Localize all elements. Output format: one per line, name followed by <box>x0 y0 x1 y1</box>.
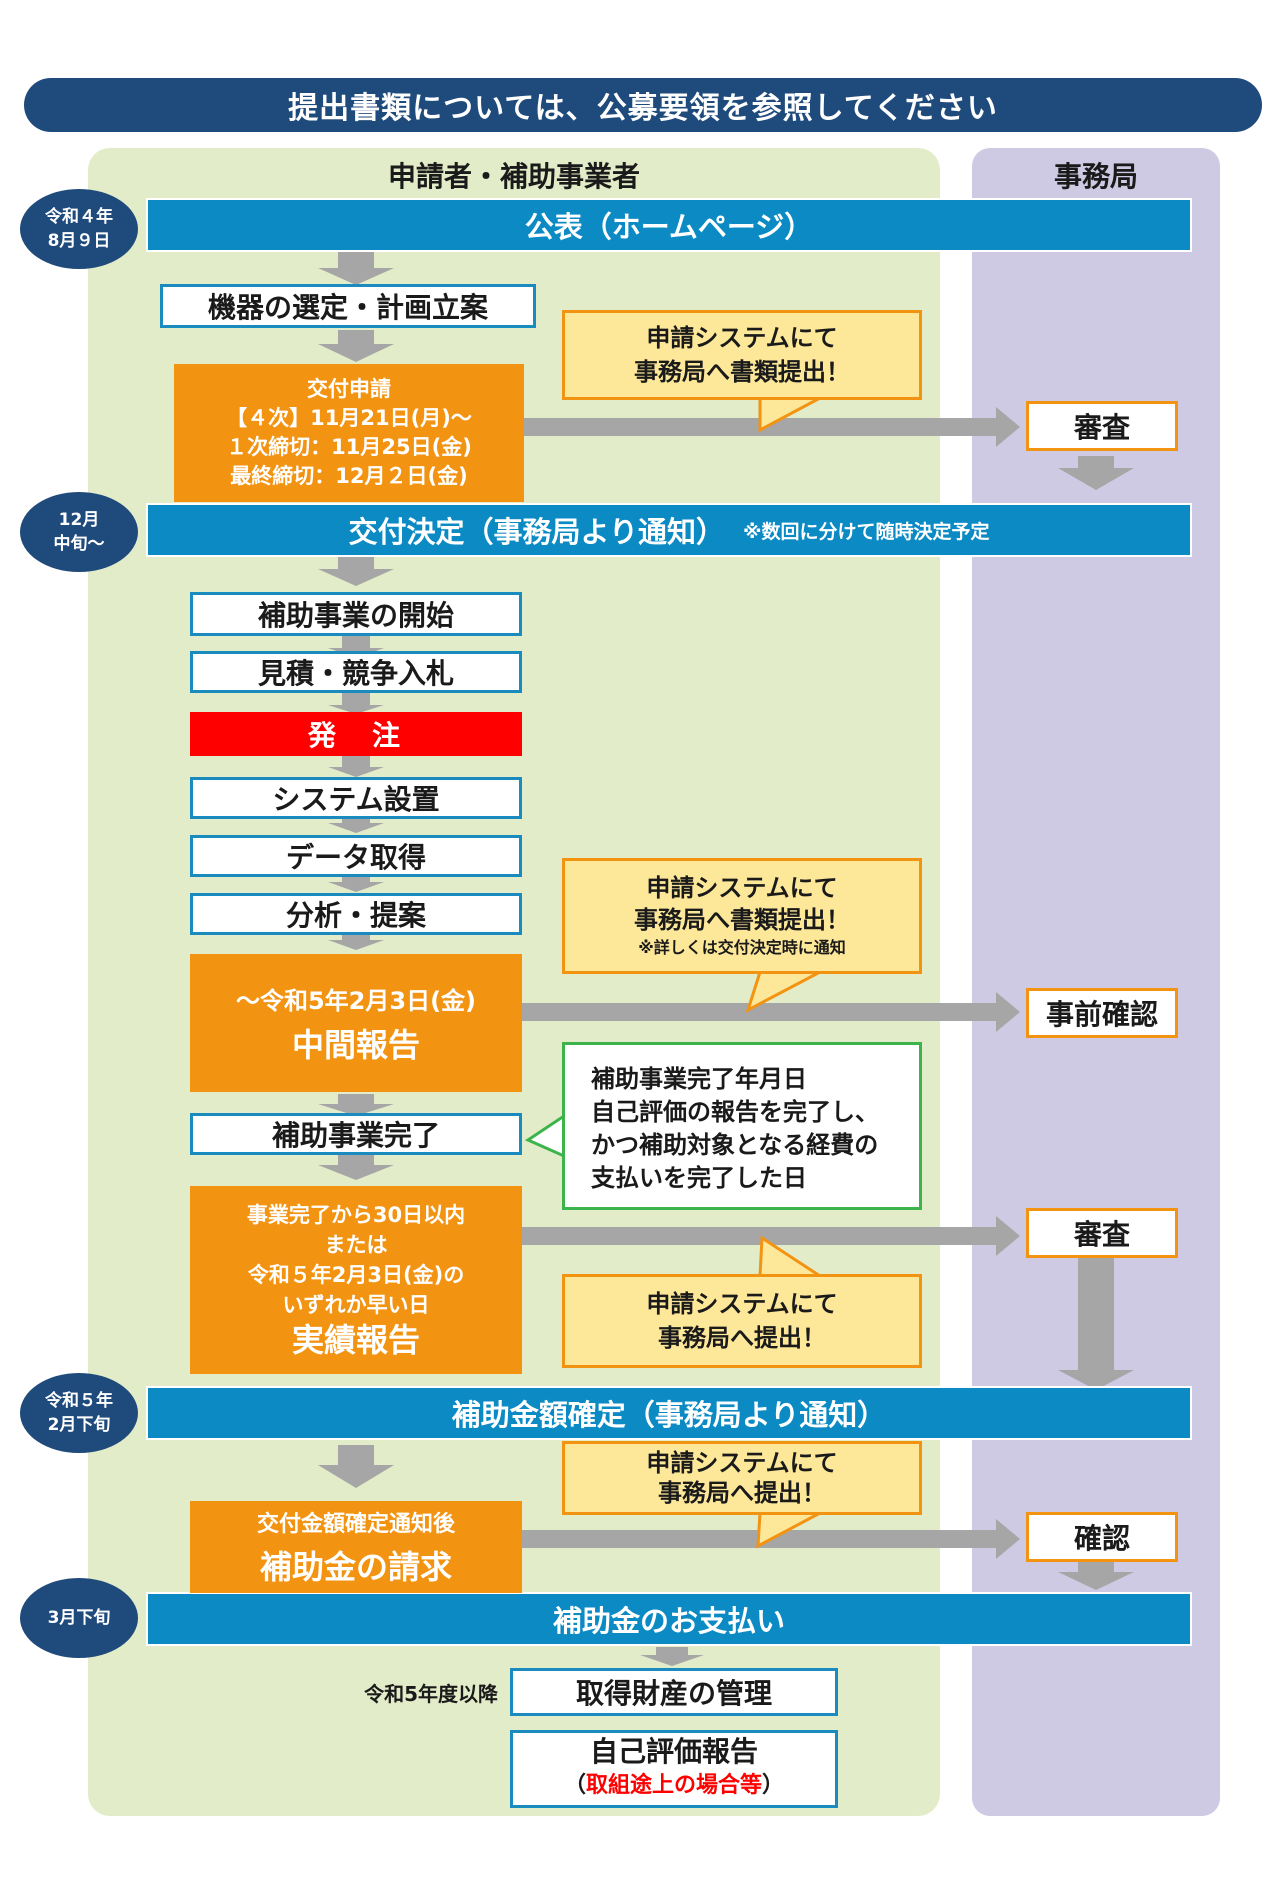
down-arrow-1 <box>318 252 394 285</box>
definition-tail <box>524 1113 566 1159</box>
result-report-line1: 事業完了から30日以内 <box>246 1203 466 1227</box>
right-arrow-2 <box>522 992 1020 1032</box>
step-install: システム設置 <box>190 777 522 819</box>
self-evaluation-note: （取組途上の場合等） <box>563 1773 785 1798</box>
down-arrow-5 <box>328 693 384 714</box>
page-header: 提出書類については、公募要領を参照してください <box>24 78 1262 132</box>
right-arrow-3 <box>522 1216 1020 1256</box>
applicant-column-title: 申請者・補助事業者 <box>387 160 640 193</box>
decision-bar-label: 交付決定（事務局より通知） <box>348 515 725 549</box>
down-arrow-13 <box>640 1647 704 1666</box>
down-arrow-6 <box>328 755 384 777</box>
office-down-arrow-2 <box>1058 1258 1134 1390</box>
result-report-line4: いずれか早い日 <box>282 1293 430 1317</box>
after-fy-label: 令和5年度以降 <box>364 1681 498 1706</box>
payment-bar: 補助金のお支払い <box>146 1592 1192 1646</box>
date-circle-payment: 3月下旬 <box>20 1578 138 1658</box>
down-arrow-12 <box>318 1445 394 1488</box>
down-arrow-2 <box>318 330 394 362</box>
down-arrow-11 <box>318 1155 394 1180</box>
step-asset-management: 取得財産の管理 <box>510 1668 838 1716</box>
claim-title: 補助金の請求 <box>259 1548 452 1586</box>
confirm-amount-bar: 補助金額確定（事務局より通知） <box>146 1386 1192 1440</box>
announce-bar: 公表（ホームページ） <box>146 198 1192 252</box>
step-data: データ取得 <box>190 835 522 877</box>
step-order: 発 注 <box>190 712 522 756</box>
step-complete: 補助事業完了 <box>190 1113 522 1155</box>
application-deadline-1: １次締切：11月25日(金) <box>226 435 472 459</box>
callout-submit-2-note: ※詳しくは交付決定時に通知 <box>638 938 846 957</box>
result-report-box: 事業完了から30日以内 または 令和５年2月3日(金)の いずれか早い日 実績報… <box>190 1186 522 1374</box>
step-analysis: 分析・提案 <box>190 893 522 935</box>
date-circle-decision: 12月中旬～ <box>20 492 138 572</box>
step-start: 補助事業の開始 <box>190 592 522 636</box>
interim-report-date: ～令和5年2月3日(金) <box>235 986 477 1015</box>
office-confirm: 確認 <box>1026 1512 1178 1562</box>
interim-report-title: 中間報告 <box>291 1025 420 1064</box>
claim-line1: 交付金額確定通知後 <box>256 1512 455 1537</box>
claim-box: 交付金額確定通知後 補助金の請求 <box>190 1501 522 1593</box>
self-evaluation-title: 自己評価報告 <box>589 1735 758 1768</box>
result-report-title: 実績報告 <box>291 1321 420 1359</box>
callout-4-tail <box>756 1511 821 1549</box>
callout-submit-1: 申請システムにて事務局へ書類提出！ <box>562 310 922 400</box>
office-review-2: 審査 <box>1026 1208 1178 1258</box>
office-column-title: 事務局 <box>1053 160 1138 193</box>
application-box: 交付申請 【４次】11月21日(月)～ １次締切：11月25日(金) 最終締切：… <box>174 364 524 502</box>
callout-3-tail <box>758 1235 826 1278</box>
down-arrow-10 <box>318 1094 394 1116</box>
interim-report-box: ～令和5年2月3日(金) 中間報告 <box>190 954 522 1092</box>
down-arrow-8 <box>328 872 384 892</box>
application-period: 【４次】11月21日(月)～ <box>226 406 472 430</box>
step-estimate: 見積・競争入札 <box>190 651 522 693</box>
callout-submit-3: 申請システムにて事務局へ提出！ <box>562 1274 922 1368</box>
down-arrow-9 <box>328 930 384 950</box>
office-down-arrow-3 <box>1058 1562 1134 1590</box>
application-title: 交付申請 <box>307 377 391 401</box>
result-report-line3: 令和５年2月3日(金)の <box>247 1263 465 1287</box>
callout-submit-2: 申請システムにて事務局へ書類提出！ ※詳しくは交付決定時に通知 <box>562 858 922 974</box>
decision-bar-note: ※数回に分けて随時決定予定 <box>742 520 990 543</box>
office-down-arrow-1 <box>1058 456 1134 490</box>
step-self-evaluation: 自己評価報告 （取組途上の場合等） <box>510 1730 838 1808</box>
completion-definition-box: 補助事業完了年月日 自己評価の報告を完了し、 かつ補助対象となる経費の 支払いを… <box>562 1042 922 1210</box>
down-arrow-3 <box>318 555 394 586</box>
step-select-equipment: 機器の選定・計画立案 <box>160 284 536 328</box>
office-review-1: 審査 <box>1026 401 1178 451</box>
application-deadline-final: 最終締切：12月２日(金) <box>230 464 468 488</box>
decision-bar: 交付決定（事務局より通知） ※数回に分けて随時決定予定 <box>146 503 1192 557</box>
callout-1-tail <box>758 396 821 433</box>
office-precheck: 事前確認 <box>1026 988 1178 1038</box>
result-report-line2: または <box>324 1233 388 1257</box>
callout-2-tail <box>745 970 821 1014</box>
callout-submit-4: 申請システムにて事務局へ提出！ <box>562 1441 922 1515</box>
